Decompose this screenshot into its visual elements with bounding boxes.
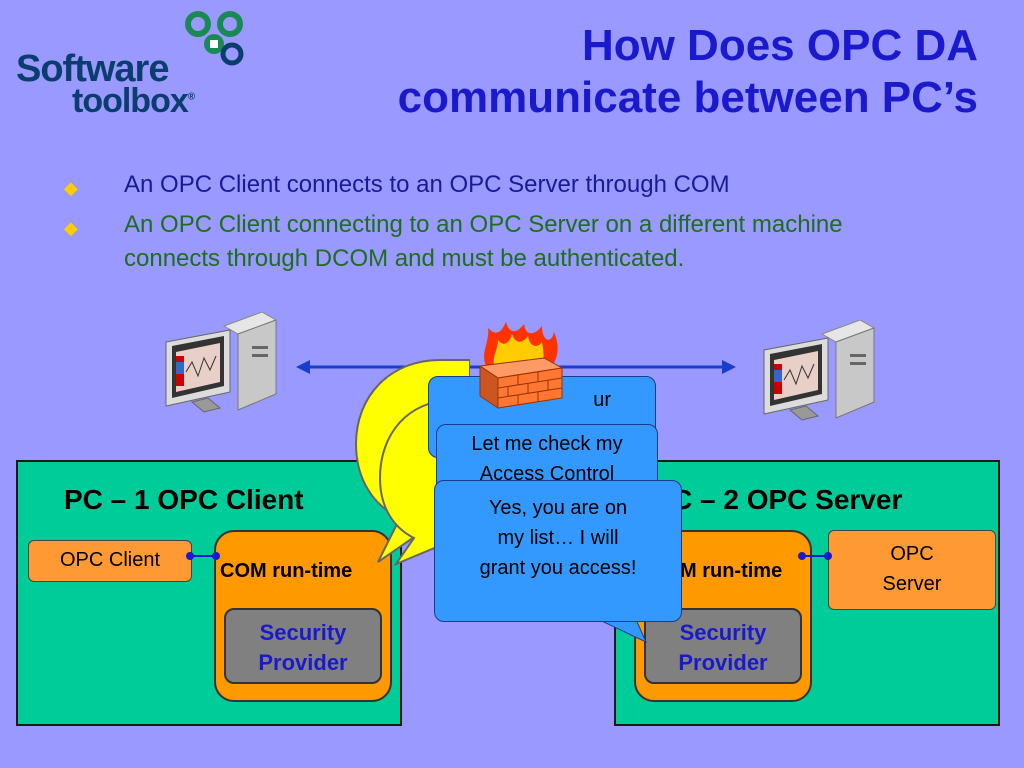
- diamond-bullet-icon: ◆: [64, 178, 78, 198]
- opc-server-label-2: Server: [882, 573, 942, 595]
- pc2-title: C – 2 OPC Server: [672, 484, 903, 515]
- link-chain-icon: [185, 11, 244, 66]
- bullet-item-1: ◆ An OPC Client connects to an OPC Serve…: [64, 168, 964, 204]
- title-line-1: How Does OPC DA: [581, 21, 978, 70]
- logo-word-toolbox: toolbox®: [72, 82, 195, 120]
- title-line-2: communicate between PC’s: [397, 73, 978, 122]
- com-runtime-label-1: COM run-time: [220, 560, 353, 582]
- pc1-box: PC – 1 OPC Client OPC Client COM run-tim…: [16, 460, 402, 726]
- logo-word-software: Software: [16, 48, 169, 90]
- callout-front: Yes, you are on my list… I will grant yo…: [434, 480, 682, 622]
- callout-front-line-3: grant you access!: [479, 557, 637, 579]
- callout-front-line-2: my list… I will: [497, 527, 619, 549]
- com-runtime-box-1: COM run-time Security Provider: [214, 530, 392, 702]
- diamond-bullet-icon: ◆: [64, 218, 78, 238]
- connector-line-1: [186, 552, 220, 560]
- page-title: How Does OPC DA communicate between PC’s: [278, 20, 978, 124]
- callout-front-line-1: Yes, you are on: [488, 497, 628, 519]
- callout-middle-line-2: Access Control: [479, 463, 615, 485]
- opc-client-label: OPC Client: [59, 549, 161, 571]
- com-runtime-label-2: M run-time: [680, 560, 783, 582]
- security-provider-label-1a: Security: [259, 620, 347, 645]
- callout-back-text: ur: [593, 389, 611, 411]
- bullet-text-2: An OPC Client connecting to an OPC Serve…: [124, 211, 843, 272]
- opc-client-box: OPC Client: [28, 540, 192, 582]
- computer-icon: [165, 312, 278, 413]
- callout-middle-line-1: Let me check my: [471, 433, 623, 455]
- security-provider-label-2a: Security: [679, 620, 767, 645]
- software-toolbox-logo: Software toolbox®: [14, 10, 254, 120]
- security-provider-label-2b: Provider: [678, 650, 768, 675]
- bullet-text-1: An OPC Client connects to an OPC Server …: [124, 171, 730, 198]
- security-provider-label-1b: Provider: [258, 650, 348, 675]
- opc-server-label-1: OPC: [890, 543, 934, 565]
- connector-line-2: [798, 552, 832, 560]
- firewall-icon: [478, 322, 564, 409]
- bullet-item-2: ◆ An OPC Client connecting to an OPC Ser…: [64, 208, 964, 278]
- security-provider-box-2: Security Provider: [644, 608, 802, 684]
- computer-icon: [763, 320, 876, 421]
- pc1-title: PC – 1 OPC Client: [64, 484, 304, 515]
- opc-server-box: OPC Server: [828, 530, 996, 610]
- security-provider-box-1: Security Provider: [224, 608, 382, 684]
